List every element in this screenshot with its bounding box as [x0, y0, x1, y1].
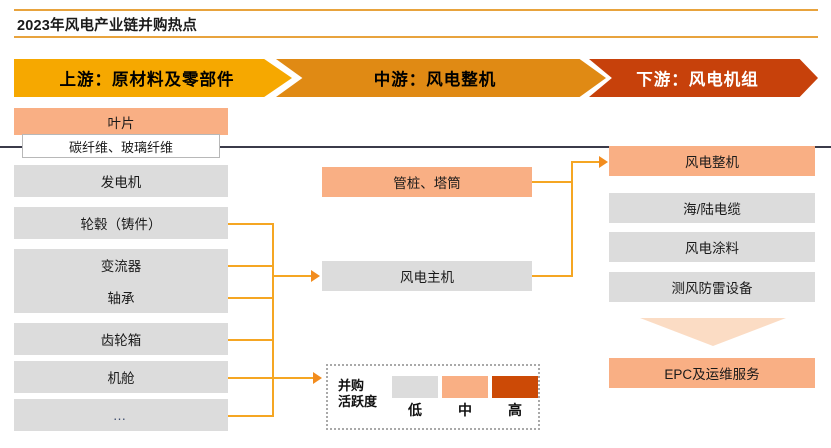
node-dianlan[interactable]: 海/陆电缆 — [609, 193, 815, 223]
legend-title-line2: 活跃度 — [338, 394, 378, 409]
node-yepian[interactable]: 叶片 — [14, 108, 228, 135]
title-rule-top — [14, 9, 818, 11]
legend-item-low: 低 — [392, 376, 438, 420]
title-rule-bottom — [14, 36, 818, 38]
banner-upstream-label: 上游：原材料及零部件 — [59, 71, 235, 89]
legend-label-low: 低 — [408, 402, 422, 418]
down-chevron-icon — [640, 318, 786, 346]
node-zhuji[interactable]: 风电主机 — [322, 261, 532, 291]
node-jicang[interactable]: 机舱 — [14, 361, 228, 393]
connector-left-bus — [272, 223, 274, 417]
arrowhead-to-zhengji — [599, 156, 608, 168]
legend-title: 并购 活跃度 — [338, 378, 390, 410]
arrowhead-to-legend — [313, 372, 322, 384]
connector-bus-to-zhengji — [571, 161, 601, 163]
connector-bianliu-h — [228, 265, 274, 267]
banner-downstream[interactable]: 下游：风电机组 — [589, 59, 818, 97]
connector-guanzhuang-h — [532, 181, 573, 183]
node-zhengji[interactable]: 风电整机 — [609, 146, 815, 176]
page-title: 2023年风电产业链并购热点 — [17, 18, 198, 34]
banner-upstream[interactable]: 上游：原材料及零部件 — [14, 59, 292, 97]
node-chilun[interactable]: 齿轮箱 — [14, 323, 228, 355]
legend-item-high: 高 — [492, 376, 538, 420]
legend-swatch-low — [392, 376, 438, 398]
node-guanzhuang[interactable]: 管桩、塔筒 — [322, 167, 532, 197]
node-more[interactable]: … — [14, 399, 228, 431]
node-tanxian[interactable]: 碳纤维、玻璃纤维 — [22, 134, 220, 158]
banner-midstream-label: 中游：风电整机 — [373, 71, 497, 89]
node-fanglei[interactable]: 测风防雷设备 — [609, 272, 815, 302]
connector-zhuji-out-h — [532, 275, 573, 277]
connector-more-h — [228, 415, 274, 417]
node-fadianji[interactable]: 发电机 — [14, 165, 228, 197]
legend-swatch-high — [492, 376, 538, 398]
node-tuliao[interactable]: 风电涂料 — [609, 232, 815, 262]
node-epc[interactable]: EPC及运维服务 — [609, 358, 815, 388]
legend: 并购 活跃度 低 中 高 — [326, 364, 540, 430]
legend-item-medium: 中 — [442, 376, 488, 420]
connector-lungu-h — [228, 223, 274, 225]
section-divider — [0, 146, 831, 148]
legend-label-medium: 中 — [458, 402, 472, 418]
node-bianliu[interactable]: 变流器 — [14, 249, 228, 281]
node-lungu[interactable]: 轮毂（铸件） — [14, 207, 228, 239]
banner-downstream-label: 下游：风电机组 — [636, 71, 759, 89]
connector-jicang-h — [228, 377, 274, 379]
arrowhead-to-zhuji — [311, 270, 320, 282]
node-zhoucheng[interactable]: 轴承 — [14, 281, 228, 313]
connector-chilun-h — [228, 339, 274, 341]
connector-zhoucheng-h — [228, 297, 274, 299]
legend-swatch-medium — [442, 376, 488, 398]
banner-midstream[interactable]: 中游：风电整机 — [276, 59, 606, 97]
connector-bus-to-zhuji — [272, 275, 312, 277]
legend-label-high: 高 — [508, 402, 522, 418]
connector-right-bus — [571, 161, 573, 277]
connector-bus-to-legend — [272, 377, 314, 379]
legend-title-line1: 并购 — [338, 378, 365, 393]
